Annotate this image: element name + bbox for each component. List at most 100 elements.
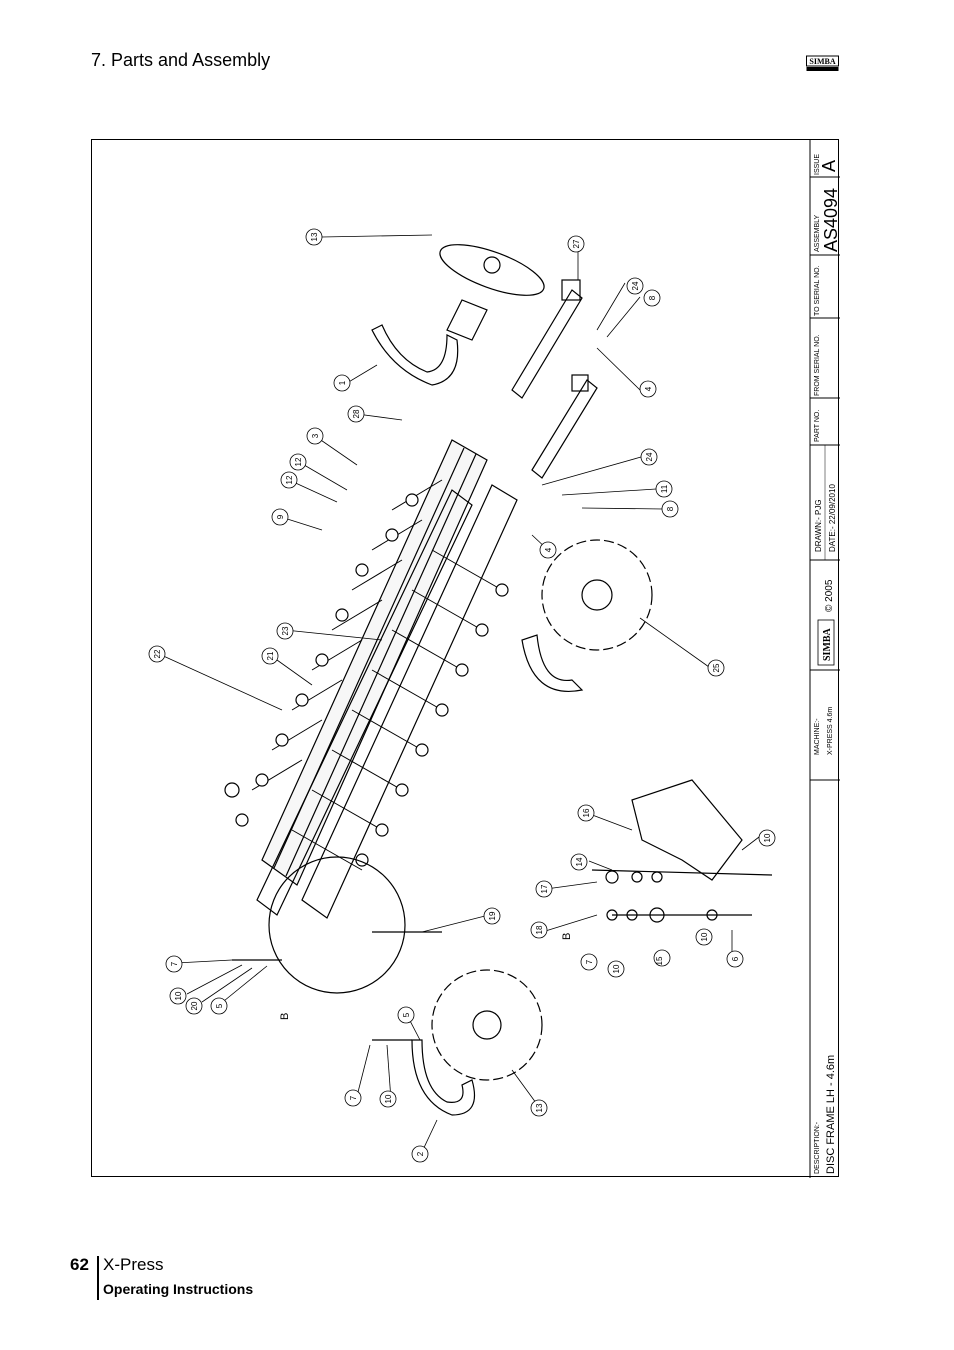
detail-marker-b: B <box>279 1013 291 1020</box>
balloon: 6 <box>726 950 744 968</box>
balloon: 28 <box>347 405 365 423</box>
balloon: 11 <box>655 480 673 498</box>
leader-lines <box>158 234 760 1155</box>
balloon: 10 <box>169 987 187 1005</box>
balloon: 13 <box>530 1099 548 1117</box>
to-serial-label: TO SERIAL NO. <box>814 265 821 316</box>
balloon: 24 <box>640 448 658 466</box>
balloon: 13 <box>305 228 323 246</box>
svg-text:12: 12 <box>285 475 294 484</box>
balloon: 18 <box>530 921 548 939</box>
balloon: 10 <box>758 829 776 847</box>
balloon: 5 <box>397 1006 415 1024</box>
balloon: 5 <box>210 997 228 1015</box>
balloon: 8 <box>643 289 661 307</box>
balloon: 12 <box>289 453 307 471</box>
machine-value: X-PRESS 4.6m <box>827 707 834 755</box>
balloon: 2 <box>411 1145 429 1163</box>
svg-text:5: 5 <box>402 1012 411 1017</box>
balloon: 7 <box>580 953 598 971</box>
balloon: 23 <box>276 622 294 640</box>
footer-subtitle: Operating Instructions <box>103 1281 254 1297</box>
svg-text:14: 14 <box>575 857 584 866</box>
svg-text:13: 13 <box>535 1103 544 1112</box>
svg-text:10: 10 <box>700 932 709 941</box>
balloon: 21 <box>261 647 279 665</box>
balloon: 15 <box>653 949 671 967</box>
frame-linework <box>224 244 773 1116</box>
svg-text:10: 10 <box>612 964 621 973</box>
balloon: 7 <box>344 1089 362 1107</box>
svg-text:9: 9 <box>276 514 285 519</box>
balloon: 7 <box>165 955 183 973</box>
page-number: 62 <box>70 1255 89 1274</box>
brand-mark: SIMBA <box>822 627 833 661</box>
svg-text:21: 21 <box>266 651 275 660</box>
svg-text:18: 18 <box>535 925 544 934</box>
svg-text:4: 4 <box>644 386 653 391</box>
drawn-label: DRAWN:- PJG <box>814 499 823 552</box>
svg-text:12: 12 <box>294 457 303 466</box>
balloon: 9 <box>271 508 289 526</box>
svg-text:5: 5 <box>215 1003 224 1008</box>
balloon: 27 <box>567 235 585 253</box>
assembly-value: AS4094 <box>821 188 840 252</box>
section-title: 7. Parts and Assembly <box>91 50 271 70</box>
svg-text:8: 8 <box>648 295 657 300</box>
machine-label: MACHINE:- <box>814 718 821 755</box>
brand-logo: SIMBA <box>806 55 839 71</box>
svg-text:10: 10 <box>384 1094 393 1103</box>
svg-text:3: 3 <box>311 433 320 438</box>
exploded-view-svg: 13 27 24 8 1 4 28 3 12 12 9 24 11 8 4 23… <box>148 140 840 1178</box>
balloon: 19 <box>483 907 501 925</box>
date-label: DATE:- 22/09/2010 <box>828 484 837 552</box>
from-serial-label: FROM SERIAL NO. <box>814 334 821 396</box>
balloon: 20 <box>185 997 203 1015</box>
balloon: 3 <box>306 427 324 445</box>
balloon: 8 <box>661 500 679 518</box>
svg-text:22: 22 <box>153 649 162 658</box>
balloon: 1 <box>333 374 351 392</box>
copyright: © 2005 <box>824 579 835 612</box>
svg-text:20: 20 <box>190 1001 199 1010</box>
svg-text:13: 13 <box>310 232 319 241</box>
svg-text:6: 6 <box>731 956 740 961</box>
balloon: 25 <box>707 659 725 677</box>
footer-divider <box>97 1256 99 1300</box>
balloon: 16 <box>577 804 595 822</box>
svg-text:SIMBA: SIMBA <box>809 57 835 66</box>
balloon: 4 <box>639 380 657 398</box>
item-balloons: 13 27 24 8 1 4 28 3 12 12 9 24 11 8 4 23… <box>148 228 776 1163</box>
svg-text:10: 10 <box>174 991 183 1000</box>
svg-text:28: 28 <box>352 409 361 418</box>
balloon: 22 <box>148 645 166 663</box>
footer-product: X-Press <box>103 1255 164 1274</box>
balloon: 10 <box>607 960 625 978</box>
svg-text:15: 15 <box>655 956 664 965</box>
balloon: 4 <box>539 541 557 559</box>
svg-text:1: 1 <box>338 380 347 385</box>
svg-text:24: 24 <box>631 281 640 290</box>
svg-text:27: 27 <box>572 239 581 248</box>
detail-marker-b-2: B <box>561 933 573 940</box>
svg-text:16: 16 <box>582 808 591 817</box>
svg-text:8: 8 <box>666 506 675 511</box>
title-block: ISSUE A ASSEMBLY AS4094 TO SERIAL NO. FR… <box>809 140 840 1178</box>
balloon: 10 <box>695 928 713 946</box>
svg-text:19: 19 <box>488 911 497 920</box>
svg-text:2: 2 <box>416 1151 425 1156</box>
svg-text:24: 24 <box>645 452 654 461</box>
part-no-label: PART NO. <box>814 410 821 442</box>
balloon: 14 <box>570 853 588 871</box>
svg-text:10: 10 <box>763 833 772 842</box>
svg-text:23: 23 <box>281 626 290 635</box>
svg-text:7: 7 <box>170 961 179 966</box>
svg-text:25: 25 <box>712 663 721 672</box>
description-value: DISC FRAME LH - 4.6m <box>825 1055 837 1174</box>
balloon: 12 <box>280 471 298 489</box>
svg-text:7: 7 <box>349 1095 358 1100</box>
issue-label: ISSUE <box>814 154 821 175</box>
svg-text:7: 7 <box>585 959 594 964</box>
description-label: DESCRIPTION:- <box>814 1121 821 1174</box>
svg-text:11: 11 <box>660 484 669 493</box>
